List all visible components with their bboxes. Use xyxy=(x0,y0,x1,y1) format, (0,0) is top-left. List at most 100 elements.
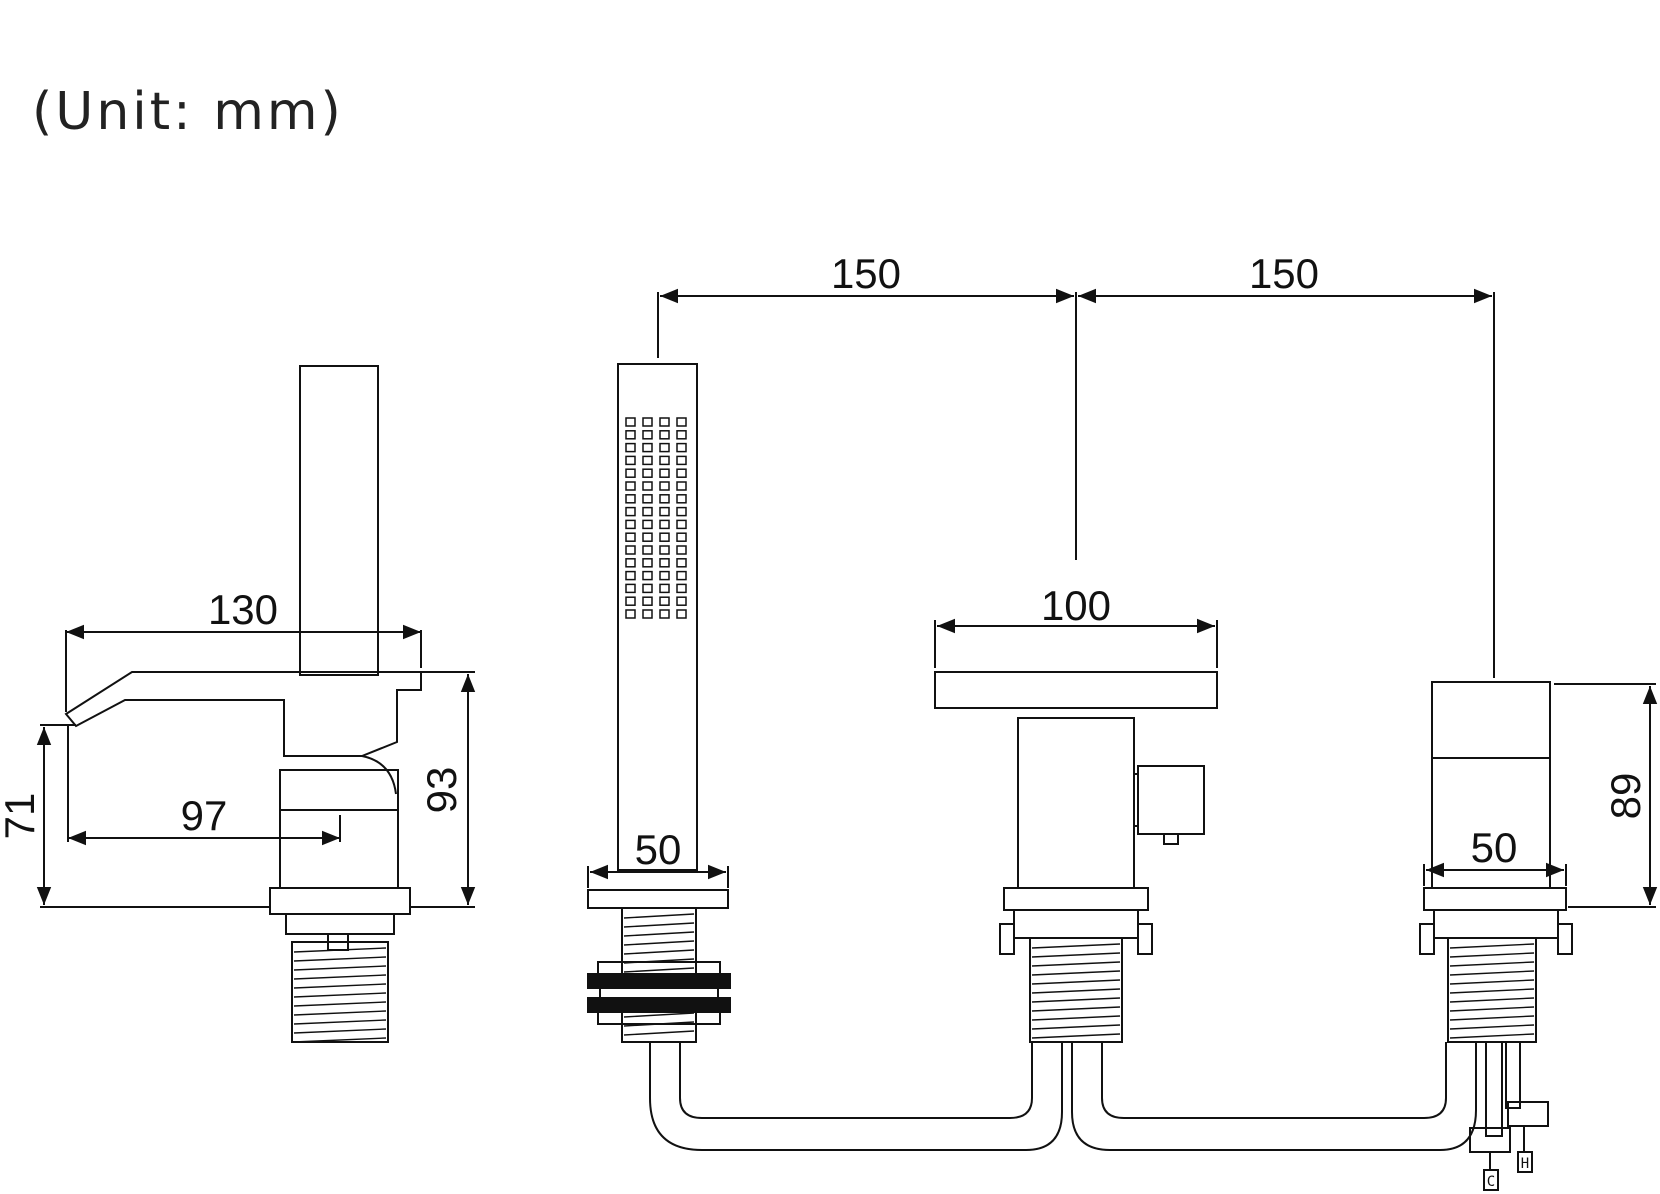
mixer-lever xyxy=(934,671,1218,709)
nozzle xyxy=(642,455,653,466)
nozzle xyxy=(676,455,687,466)
dim-valve-height: 89 xyxy=(1554,683,1658,908)
thread-line xyxy=(1031,952,1121,958)
mixer-diverter-knob xyxy=(1137,765,1205,835)
thread-line xyxy=(1031,970,1121,976)
nozzle xyxy=(625,519,636,530)
dim-side-total-height: 93 xyxy=(410,671,476,908)
valve-hot-connector xyxy=(1507,1101,1549,1127)
nozzle xyxy=(625,545,636,555)
mixer-diverter-pin xyxy=(1163,833,1179,845)
valve-base-plate xyxy=(1423,887,1567,911)
thread-line xyxy=(623,949,695,955)
mixer-base-plate xyxy=(1003,887,1149,911)
thread-line xyxy=(293,983,387,989)
thread-line xyxy=(293,1028,387,1034)
handshower-base-plate xyxy=(587,889,729,909)
mixer-valve xyxy=(934,671,1218,1043)
nozzle xyxy=(642,609,653,619)
nozzle xyxy=(676,468,687,478)
nozzle xyxy=(659,481,670,491)
nozzle xyxy=(676,442,687,453)
thread-line xyxy=(1449,979,1535,985)
thread-line xyxy=(1449,1006,1535,1012)
thread-line xyxy=(293,956,387,962)
thread-line xyxy=(623,1012,695,1018)
nozzle xyxy=(642,583,653,594)
thread-line xyxy=(1031,997,1121,1003)
nozzle xyxy=(625,442,636,453)
side-base-nut xyxy=(285,913,395,935)
thread-line xyxy=(623,940,695,946)
dim-side-spout-height: 71 xyxy=(0,724,270,908)
nozzle xyxy=(676,583,687,594)
dim-side-spout-reach: 97 xyxy=(67,726,341,846)
thread-line xyxy=(293,1019,387,1025)
nozzle xyxy=(676,506,687,517)
thread-line xyxy=(293,1001,387,1007)
nozzle xyxy=(642,468,653,478)
nozzle xyxy=(659,558,670,568)
thread-line xyxy=(293,965,387,971)
valve-hot-pipe xyxy=(1505,1041,1521,1109)
dim-side-spout-reach-label: 97 xyxy=(181,792,228,839)
nozzle xyxy=(642,481,653,491)
handshower-lock-nut-lower xyxy=(587,997,731,1013)
nozzle xyxy=(659,468,670,478)
nozzle xyxy=(659,519,670,530)
nozzle xyxy=(676,417,687,427)
valve-handle xyxy=(1431,681,1551,759)
nozzle xyxy=(676,430,687,440)
nozzle xyxy=(676,545,687,555)
dim-valve-height-label: 89 xyxy=(1602,773,1649,820)
handshower xyxy=(587,363,731,1043)
handshower-lock-nut-upper xyxy=(587,973,731,989)
thread-line xyxy=(623,931,695,937)
nozzle xyxy=(676,609,687,619)
side-spout-lever xyxy=(64,671,422,757)
nozzle xyxy=(659,506,670,517)
thread-line xyxy=(1449,988,1535,994)
nozzle xyxy=(642,532,653,542)
dim-side-total-height-label: 93 xyxy=(418,767,465,814)
nozzle xyxy=(642,519,653,530)
nozzle xyxy=(625,583,636,594)
thread-line xyxy=(1449,943,1535,949)
nozzle xyxy=(659,545,670,555)
side-handshower-body xyxy=(299,365,379,676)
thread-line xyxy=(293,1037,387,1043)
thread-line xyxy=(293,1010,387,1016)
dim-valve-base-width-label: 50 xyxy=(1471,824,1518,871)
thread-line xyxy=(1031,1033,1121,1039)
nozzle xyxy=(642,570,653,581)
dim-side-spout-height-label: 71 xyxy=(0,793,43,840)
valve-cold-pipe xyxy=(1485,1041,1503,1137)
nozzle xyxy=(676,596,687,606)
nozzle xyxy=(659,570,670,581)
thread-line xyxy=(1031,1015,1121,1021)
handshower-body xyxy=(617,363,698,871)
thread-line xyxy=(623,1030,695,1036)
dim-side-length-label: 130 xyxy=(208,586,278,633)
dim-spacing-right-label: 150 xyxy=(1249,250,1319,297)
nozzle xyxy=(625,417,636,427)
nozzle xyxy=(625,558,636,568)
thread-line xyxy=(1031,1006,1121,1012)
hose-right xyxy=(1071,1042,1477,1151)
nozzle xyxy=(625,532,636,542)
nozzle xyxy=(642,558,653,568)
mixer-base-nut xyxy=(1013,909,1139,939)
nozzle xyxy=(642,596,653,606)
thread-line xyxy=(1449,961,1535,967)
dim-spacing-right: 150 xyxy=(1075,250,1495,678)
nozzle xyxy=(659,455,670,466)
nozzle xyxy=(659,609,670,619)
dim-mixer-lever-width: 100 xyxy=(934,582,1218,668)
thread-line xyxy=(1031,943,1121,949)
nozzle xyxy=(676,481,687,491)
thread-line xyxy=(623,922,695,928)
hose-left xyxy=(649,1042,1063,1151)
nozzle xyxy=(625,596,636,606)
nozzle xyxy=(659,417,670,427)
